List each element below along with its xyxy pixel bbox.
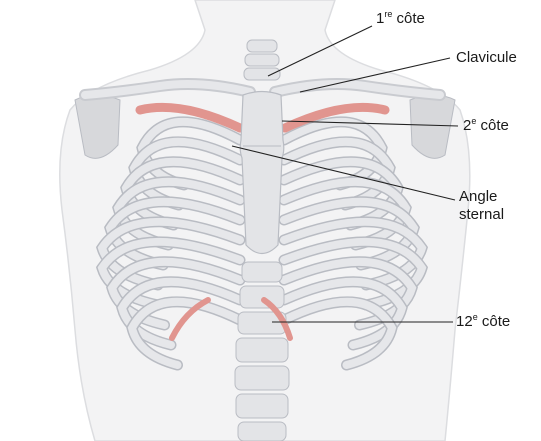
sternum: [240, 92, 284, 254]
label-clavicle-text: Clavicule: [456, 49, 517, 66]
label-clavicle: Clavicule: [456, 49, 517, 67]
label-sternal-angle-line2: sternal: [459, 206, 504, 224]
lumbar-spine: [235, 262, 289, 441]
label-second-rib-text: côte: [476, 117, 509, 134]
label-twelfth-rib: 12e côte: [456, 313, 510, 331]
label-first-rib-text: côte: [392, 10, 425, 27]
label-sternal-angle-line1: Angle: [459, 188, 504, 206]
label-sternal-angle: Angle sternal: [459, 188, 504, 224]
label-twelfth-rib-text: côte: [478, 313, 511, 330]
cervical-spine: [244, 40, 280, 80]
label-first-rib: 1re côte: [376, 10, 425, 28]
label-twelfth-rib-num: 12: [456, 313, 473, 330]
label-second-rib: 2e côte: [463, 117, 509, 135]
